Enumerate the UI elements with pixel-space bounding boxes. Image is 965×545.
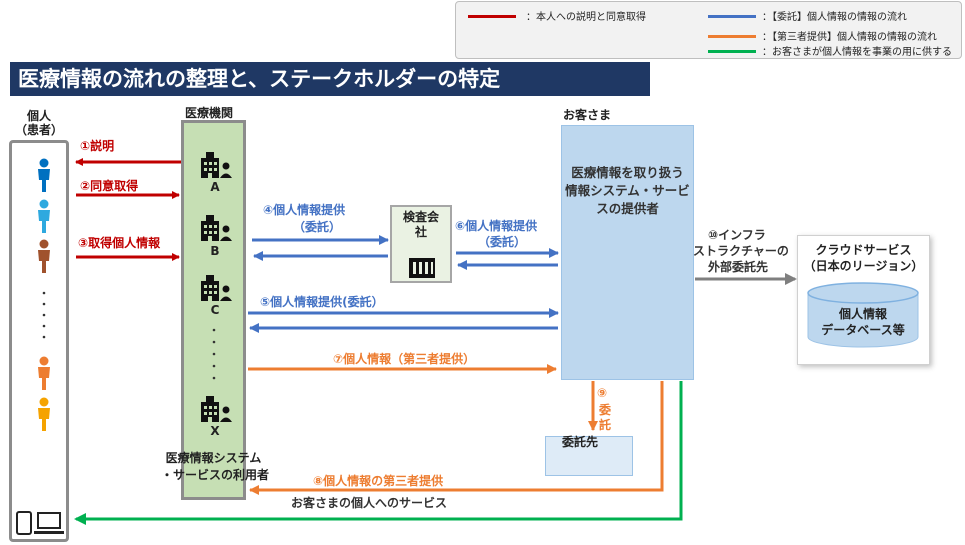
flow-label-consent: ②同意取得 — [80, 179, 139, 193]
page-title: 医療情報の流れの整理と、ステークホルダーの特定 — [10, 62, 650, 96]
legend-line-red — [468, 15, 516, 18]
medical-label: 医療機関 — [185, 106, 234, 120]
hospital-label-x: X — [210, 424, 220, 438]
cloud-title-1: クラウドサービス — [815, 243, 912, 257]
person-icon-amber — [38, 397, 50, 431]
tablet-icon — [16, 511, 32, 535]
flow-label-explanation: ①説明 — [80, 139, 115, 153]
legend-text-business-use: ：お客さまが個人情報を事業の用に供する — [762, 47, 952, 58]
flow-label-4b: （委託） — [293, 220, 342, 234]
building-icon — [409, 258, 435, 278]
database-label-1: 個人情報 — [838, 306, 888, 321]
legend-text-entrust: ：【委託】個人情報の情報の流れ — [762, 12, 907, 23]
hospital-icon — [201, 152, 232, 178]
hospital-label-c: C — [210, 303, 220, 317]
provider-desc-3: スの提供者 — [596, 201, 659, 216]
person-ellipsis — [42, 291, 46, 339]
flow-label-9b: 委 — [599, 403, 612, 417]
legend-line-blue — [708, 15, 756, 18]
inspection-label-1: 検査会 — [402, 210, 439, 224]
cloud-title-2: （日本のリージョン） — [803, 259, 924, 273]
flow-label-7: ⑦個人情報（第三者提供） — [333, 352, 476, 366]
flow-label-9c: 託 — [599, 418, 612, 432]
person-icon-cyan — [38, 199, 50, 233]
hospital-icon — [201, 275, 232, 301]
subcontractor-label: 委託先 — [562, 435, 599, 449]
medical-bottom-label-1: 医療情報システム — [165, 451, 262, 465]
flow-label-9a: ⑨ — [597, 386, 608, 400]
flow-label-10a: ⑩インフラ — [708, 228, 766, 242]
flow-label-6b: （委託） — [478, 235, 527, 249]
provider-label: お客さま — [563, 108, 612, 122]
provider-box — [561, 125, 694, 380]
person-sublabel: （患者） — [14, 123, 63, 137]
hospital-icon — [201, 215, 232, 241]
medical-institution-box — [181, 120, 246, 500]
legend-text-third-party: ：【第三者提供】個人情報の情報の流れ — [762, 32, 937, 43]
flow-label-acquired-info: ③取得個人情報 — [78, 236, 161, 250]
provider-desc-2: 情報システム・サービ — [565, 183, 690, 198]
legend-line-orange — [708, 35, 756, 38]
person-label: 個人 — [26, 109, 51, 123]
flow-label-10c: 外部委託先 — [708, 260, 769, 274]
arrow-8-third-party — [249, 381, 664, 495]
flow-label-5: ⑤個人情報提供(委託） — [260, 295, 384, 309]
service-label: お客さまの個人へのサービス — [291, 496, 448, 510]
laptop-icon — [34, 512, 64, 534]
subcontractor-box — [545, 436, 633, 476]
person-box — [9, 140, 69, 542]
database-label-2: データベース等 — [821, 322, 904, 337]
legend-text-consent: ：本人への説明と同意取得 — [526, 12, 646, 23]
flow-label-4a: ④個人情報提供 — [263, 203, 346, 217]
inspection-label-2: 社 — [414, 225, 427, 239]
legend: ：本人への説明と同意取得 ：【委託】個人情報の情報の流れ ：【第三者提供】個人情… — [455, 1, 962, 59]
medical-bottom-label-2: ・サービスの利用者 — [161, 468, 270, 482]
database-icon: 個人情報 データベース等 — [807, 282, 919, 348]
medical-ellipsis — [212, 328, 216, 380]
hospital-icon — [201, 396, 232, 422]
arrow-service — [74, 381, 683, 525]
provider-desc-1: 医療情報を取り扱う — [571, 165, 684, 180]
hospital-label-b: B — [210, 244, 220, 258]
person-icon-blue — [38, 158, 50, 192]
person-icon-brown — [38, 239, 50, 273]
flow-label-6a: ⑥個人情報提供 — [455, 219, 538, 233]
legend-line-green — [708, 50, 756, 53]
flow-label-8: ⑧個人情報の第三者提供 — [313, 474, 444, 488]
hospital-label-a: A — [210, 180, 220, 194]
flow-label-10b: ストラクチャーの — [693, 244, 789, 258]
person-icon-orange — [38, 356, 50, 390]
